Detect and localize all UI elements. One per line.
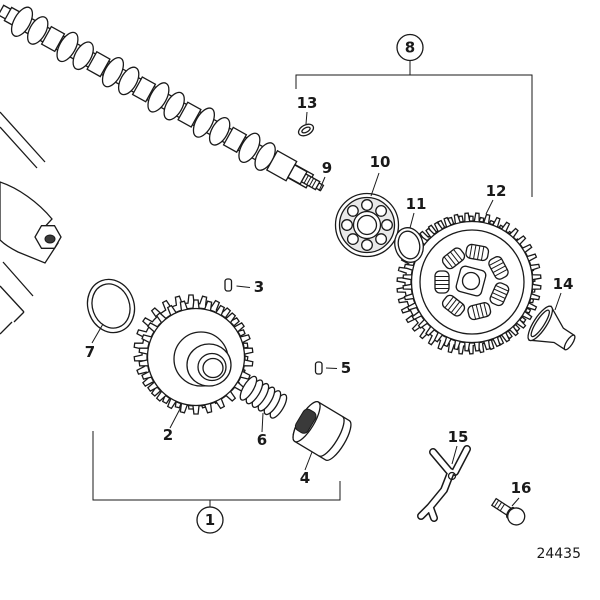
callout-7: 7 (85, 343, 95, 361)
diagram-number: 24435 (536, 546, 581, 562)
callout-9: 9 (322, 159, 332, 177)
part-10-bearing (334, 192, 400, 258)
part-3-pin (224, 278, 233, 292)
group-bracket-8: 8 (295, 33, 533, 197)
part-2-gear (133, 294, 254, 415)
part-6-spring (239, 375, 288, 419)
engine-block-fragment (0, 111, 62, 335)
leader-lines (91, 111, 562, 507)
callout-15: 15 (448, 428, 469, 446)
callout-11: 11 (406, 195, 427, 213)
camshaft-end-journal (265, 149, 325, 192)
callout-10: 10 (370, 153, 391, 171)
part-7-oring (86, 278, 136, 334)
callout-16: 16 (511, 479, 532, 497)
callout-4: 4 (300, 469, 310, 487)
callout-13: 13 (297, 94, 318, 112)
part-16-bolt (490, 497, 526, 526)
callout-14: 14 (553, 275, 574, 293)
part-labels: 13 9 10 11 12 14 7 3 2 5 6 4 15 16 (85, 94, 574, 497)
callout-12: 12 (486, 182, 507, 200)
part-11-ring (394, 227, 424, 263)
callout-circle-1 (196, 506, 224, 534)
part-13-key (297, 123, 315, 137)
part-14-cone (527, 305, 576, 351)
callout-circle-8 (396, 33, 424, 62)
part-5-pin (314, 361, 323, 375)
group-bracket-1: 1 (92, 431, 341, 534)
callout-3: 3 (254, 278, 264, 296)
callout-6: 6 (257, 431, 267, 449)
part-15-fork-tool (417, 445, 471, 522)
part-12-timing-gear (396, 212, 542, 355)
callout-8: 8 (405, 39, 415, 57)
callout-2: 2 (163, 426, 173, 444)
camshaft (0, 4, 325, 192)
callout-1: 1 (205, 511, 215, 529)
part-4-bushing (292, 400, 352, 461)
callout-5: 5 (341, 359, 351, 377)
